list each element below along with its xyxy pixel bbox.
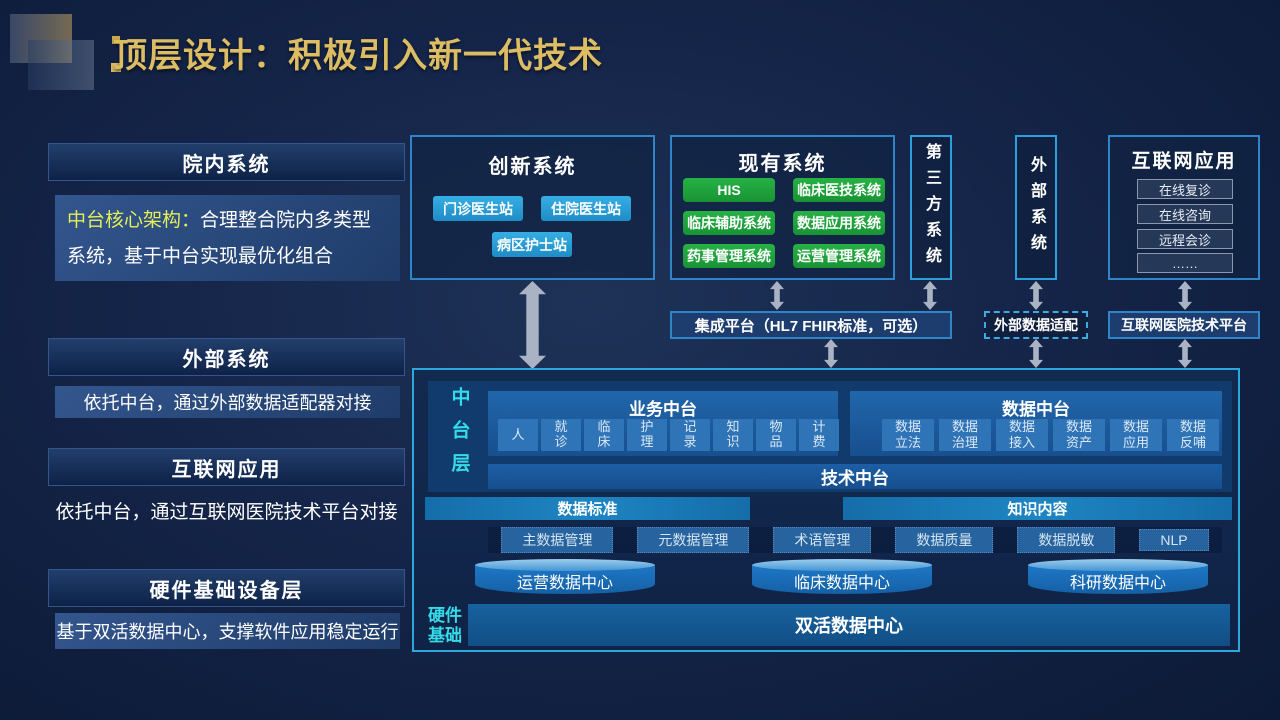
- innovation-systems-title: 创新系统: [488, 156, 577, 178]
- remote-consultation-button: 远程会诊: [1137, 229, 1233, 249]
- vertical-double-arrow-icon: [923, 281, 937, 310]
- data-item-access: 数据接入: [996, 419, 1048, 451]
- sidebar-header-hospital-systems: 院内系统: [48, 143, 405, 181]
- ward-nurse-station-button: 病区护士站: [492, 232, 572, 257]
- data-item-legislation: 数据立法: [882, 419, 934, 451]
- internet-apps-title: 互联网应用: [1131, 151, 1237, 172]
- online-consult-button: 在线咨询: [1137, 204, 1233, 224]
- integration-platform-bar: 集成平台（HL7 FHIR标准，可选）: [670, 311, 952, 339]
- outpatient-doctor-station-button: 门诊医生站: [433, 196, 523, 221]
- master-data-management-chip: 主数据管理: [501, 527, 614, 553]
- sidebar-body-hospital-systems: 中台核心架构：合理整合院内多类型系统，基于中台实现最优化组合: [55, 195, 400, 281]
- business-item-clinical: 临床: [584, 419, 624, 451]
- vertical-double-arrow-icon: [519, 281, 546, 369]
- data-item-governance: 数据治理: [939, 419, 991, 451]
- operations-data-center-cylinder: 运营数据中心: [475, 559, 655, 594]
- data-item-assets: 数据资产: [1053, 419, 1105, 451]
- existing-systems-box: 现有系统 HIS 临床医技系统 临床辅助系统 数据应用系统 药事管理系统 运营管…: [670, 135, 895, 280]
- data-item-application: 数据应用: [1110, 419, 1162, 451]
- operations-management-system-button: 运营管理系统: [793, 244, 885, 268]
- data-application-system-button: 数据应用系统: [793, 211, 885, 235]
- innovation-systems-box: 创新系统 门诊医生站 住院医生站 病区护士站: [410, 135, 655, 280]
- nlp-chip: NLP: [1139, 529, 1209, 551]
- third-party-systems-label: 第三方系统: [923, 142, 940, 273]
- external-data-adapter-bar: 外部数据适配: [984, 311, 1088, 339]
- data-standard-bar: 数据标准: [425, 497, 750, 520]
- dual-active-data-center-bar: 双活数据中心: [468, 604, 1230, 646]
- vertical-double-arrow-icon: [1029, 281, 1043, 310]
- sidebar-header-hardware-layer: 硬件基础设备层: [48, 569, 405, 607]
- vertical-double-arrow-icon: [1029, 339, 1043, 368]
- business-item-record: 记录: [670, 419, 710, 451]
- business-item-knowledge: 知识: [713, 419, 753, 451]
- clinical-medtech-system-button: 临床医技系统: [793, 178, 885, 202]
- business-platform-title: 业务中台: [629, 400, 697, 419]
- vertical-double-arrow-icon: [824, 339, 838, 368]
- research-data-center-cylinder: 科研数据中心: [1028, 559, 1208, 594]
- data-masking-chip: 数据脱敏: [1017, 527, 1116, 553]
- sidebar-header-internet-apps: 互联网应用: [48, 448, 405, 486]
- clinical-data-center-cylinder: 临床数据中心: [752, 559, 932, 594]
- external-systems-label: 外部系统: [1028, 155, 1045, 260]
- external-systems-box: 外部系统: [1015, 135, 1057, 280]
- business-item-person: 人: [498, 419, 538, 451]
- sidebar-body-external-systems: 依托中台，通过外部数据适配器对接: [55, 386, 400, 418]
- more-apps-ellipsis: ……: [1137, 253, 1233, 273]
- vertical-double-arrow-icon: [1178, 339, 1192, 368]
- data-platform-box: 数据中台 数据立法 数据治理 数据接入 数据资产 数据应用 数据反哺: [850, 391, 1222, 456]
- business-item-nursing: 护理: [627, 419, 667, 451]
- decor-square-icon: [28, 40, 94, 90]
- clinical-assist-system-button: 临床辅助系统: [683, 211, 775, 235]
- terminology-management-chip: 术语管理: [773, 527, 872, 553]
- business-platform-box: 业务中台 人 就诊 临床 护理 记录 知识 物品 计费: [488, 391, 839, 456]
- internet-apps-box: 互联网应用 在线复诊 在线咨询 远程会诊 ……: [1108, 135, 1260, 280]
- business-item-visit: 就诊: [541, 419, 581, 451]
- vertical-double-arrow-icon: [1178, 281, 1192, 310]
- sidebar-header-external-systems: 外部系统: [48, 338, 405, 376]
- existing-systems-title: 现有系统: [738, 153, 827, 175]
- third-party-systems-box: 第三方系统: [910, 135, 952, 280]
- metadata-management-chip: 元数据管理: [637, 527, 750, 553]
- hardware-base-label: 硬件基础: [428, 606, 462, 646]
- highlight-text: 中台核心架构：: [67, 210, 201, 231]
- sidebar-body-hardware-layer: 基于双活数据中心，支撑软件应用稳定运行: [55, 613, 400, 649]
- data-platform-title: 数据中台: [1002, 400, 1070, 419]
- online-followup-button: 在线复诊: [1137, 179, 1233, 199]
- data-quality-chip: 数据质量: [895, 527, 994, 553]
- data-tools-row: 主数据管理 元数据管理 术语管理 数据质量 数据脱敏 NLP: [488, 527, 1222, 553]
- layer-label-text: 中台层: [448, 387, 470, 486]
- middle-platform-layer-label: 中台层: [440, 381, 478, 492]
- page-title: 顶层设计：积极引入新一代技术: [113, 37, 603, 75]
- knowledge-content-bar: 知识内容: [843, 497, 1232, 520]
- decor-gold-square-icon: [111, 63, 121, 72]
- business-item-billing: 计费: [799, 419, 839, 451]
- tech-platform-bar: 技术中台: [488, 464, 1222, 489]
- decor-gold-square-icon: [112, 36, 120, 44]
- inpatient-doctor-station-button: 住院医生站: [541, 196, 631, 221]
- data-item-feedback: 数据反哺: [1167, 419, 1219, 451]
- pharmacy-management-system-button: 药事管理系统: [683, 244, 775, 268]
- his-button: HIS: [683, 178, 775, 202]
- sidebar-body-internet-apps: 依托中台，通过互联网医院技术平台对接: [55, 501, 398, 523]
- body-text: 合理整合院内多类型系统，基于中台实现最优化组合: [67, 210, 372, 267]
- internet-hospital-platform-bar: 互联网医院技术平台: [1108, 311, 1260, 339]
- vertical-double-arrow-icon: [770, 281, 784, 310]
- business-item-goods: 物品: [756, 419, 796, 451]
